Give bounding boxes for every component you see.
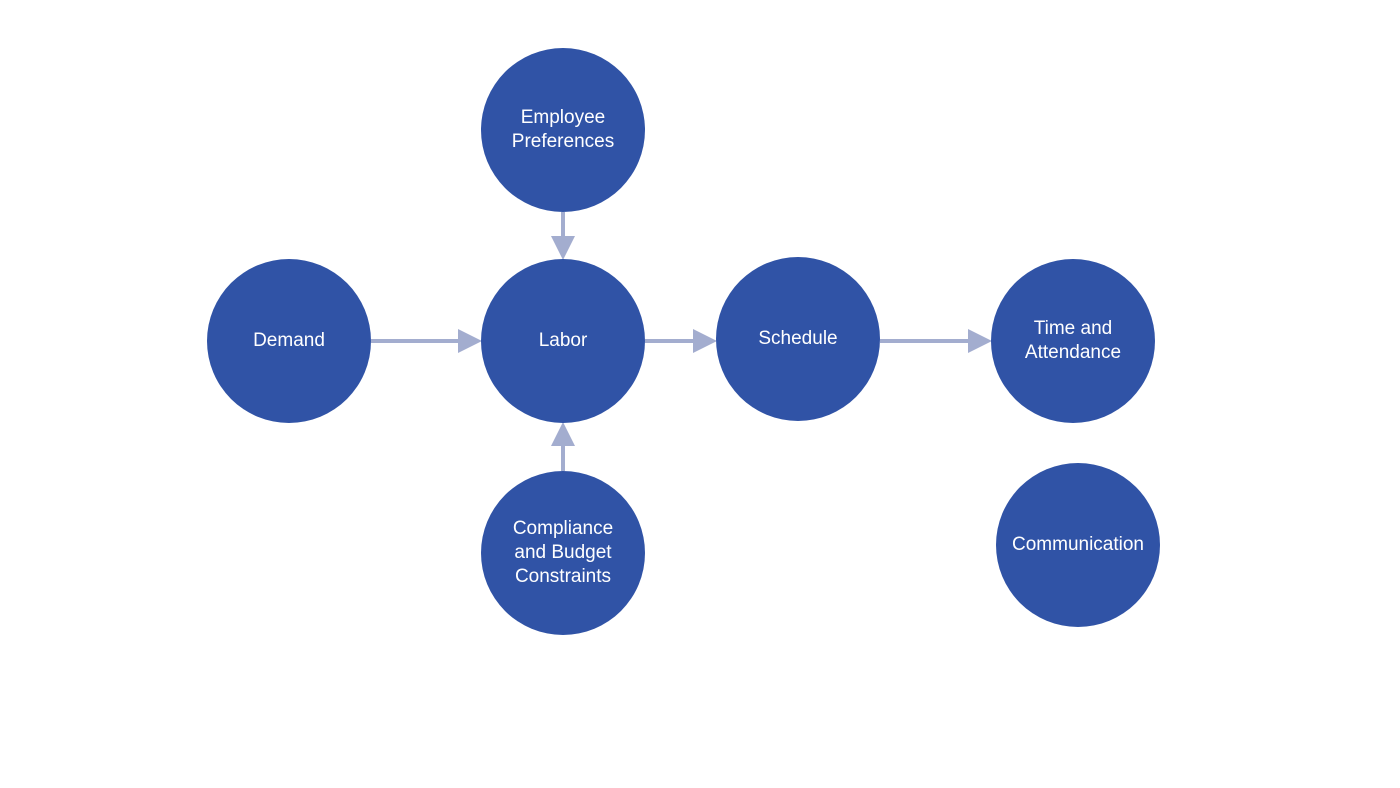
node-time-and-attendance: Time and Attendance	[991, 259, 1155, 423]
node-schedule-label: Schedule	[758, 328, 838, 349]
node-labor-label: Labor	[538, 330, 588, 351]
node-labor: Labor	[481, 259, 645, 423]
node-demand: Demand	[207, 259, 371, 423]
node-demand-label: Demand	[253, 330, 325, 351]
node-communication: Communication	[996, 463, 1160, 627]
node-schedule: Schedule	[716, 257, 880, 421]
node-compliance-and-budget-constraints: Compliance and Budget Constraints	[481, 471, 645, 635]
node-time-and-attendance-label: Time and Attendance	[1024, 318, 1122, 363]
node-employee-preferences: Employee Preferences	[481, 48, 645, 212]
node-compliance-label: Compliance and Budget Constraints	[512, 518, 614, 587]
node-communication-label: Communication	[1012, 534, 1144, 555]
node-employee-preferences-label: Employee Preferences	[511, 107, 615, 152]
